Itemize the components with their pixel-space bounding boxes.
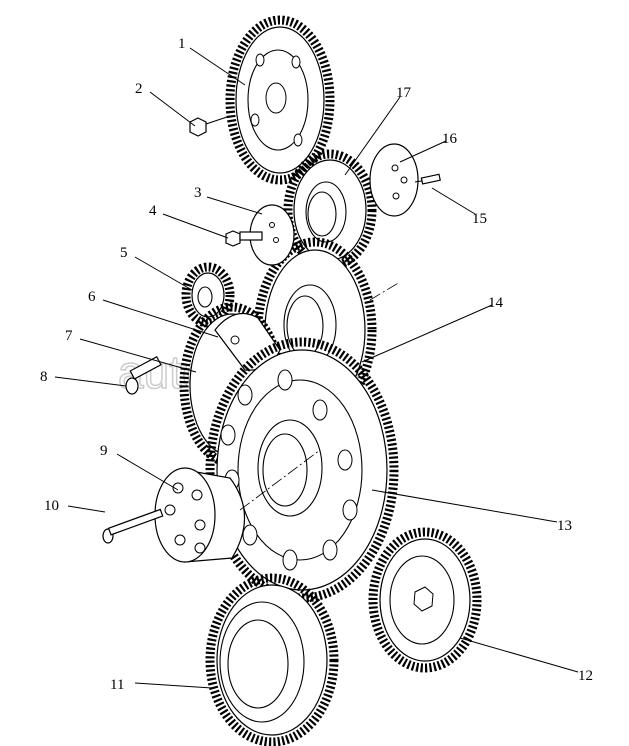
bolt-4 [225,230,263,247]
gear-13 [205,337,399,603]
callout-9: 9 [100,443,108,459]
gear-17 [283,149,377,271]
plate-16 [369,143,441,217]
callout-11: 11 [110,677,124,693]
callout-14: 14 [488,295,504,311]
plate-3 [249,204,295,266]
callout-7: 7 [65,328,73,344]
gear-5 [181,262,235,328]
callout-1: 1 [178,36,186,52]
bolt-2 [189,115,231,137]
gear-1 [225,15,335,185]
callout-16: 16 [442,131,458,147]
gear-12 [368,527,482,673]
pin-15 [420,173,441,185]
hub-9 [154,467,246,563]
bolt-10 [102,508,164,544]
callout-15: 15 [472,211,487,227]
gear-11 [205,573,339,746]
callout-4: 4 [149,203,157,219]
callout-8: 8 [40,369,48,385]
callout-6: 6 [88,289,96,305]
callout-13: 13 [557,518,572,534]
callout-12: 12 [578,668,593,684]
bolt-8 [125,356,162,395]
leader-lines [54,47,579,689]
callout-10: 10 [44,498,59,514]
callout-5: 5 [120,245,128,261]
callout-3: 3 [194,185,202,201]
callout-2: 2 [135,81,143,97]
callout-17: 17 [396,85,412,101]
